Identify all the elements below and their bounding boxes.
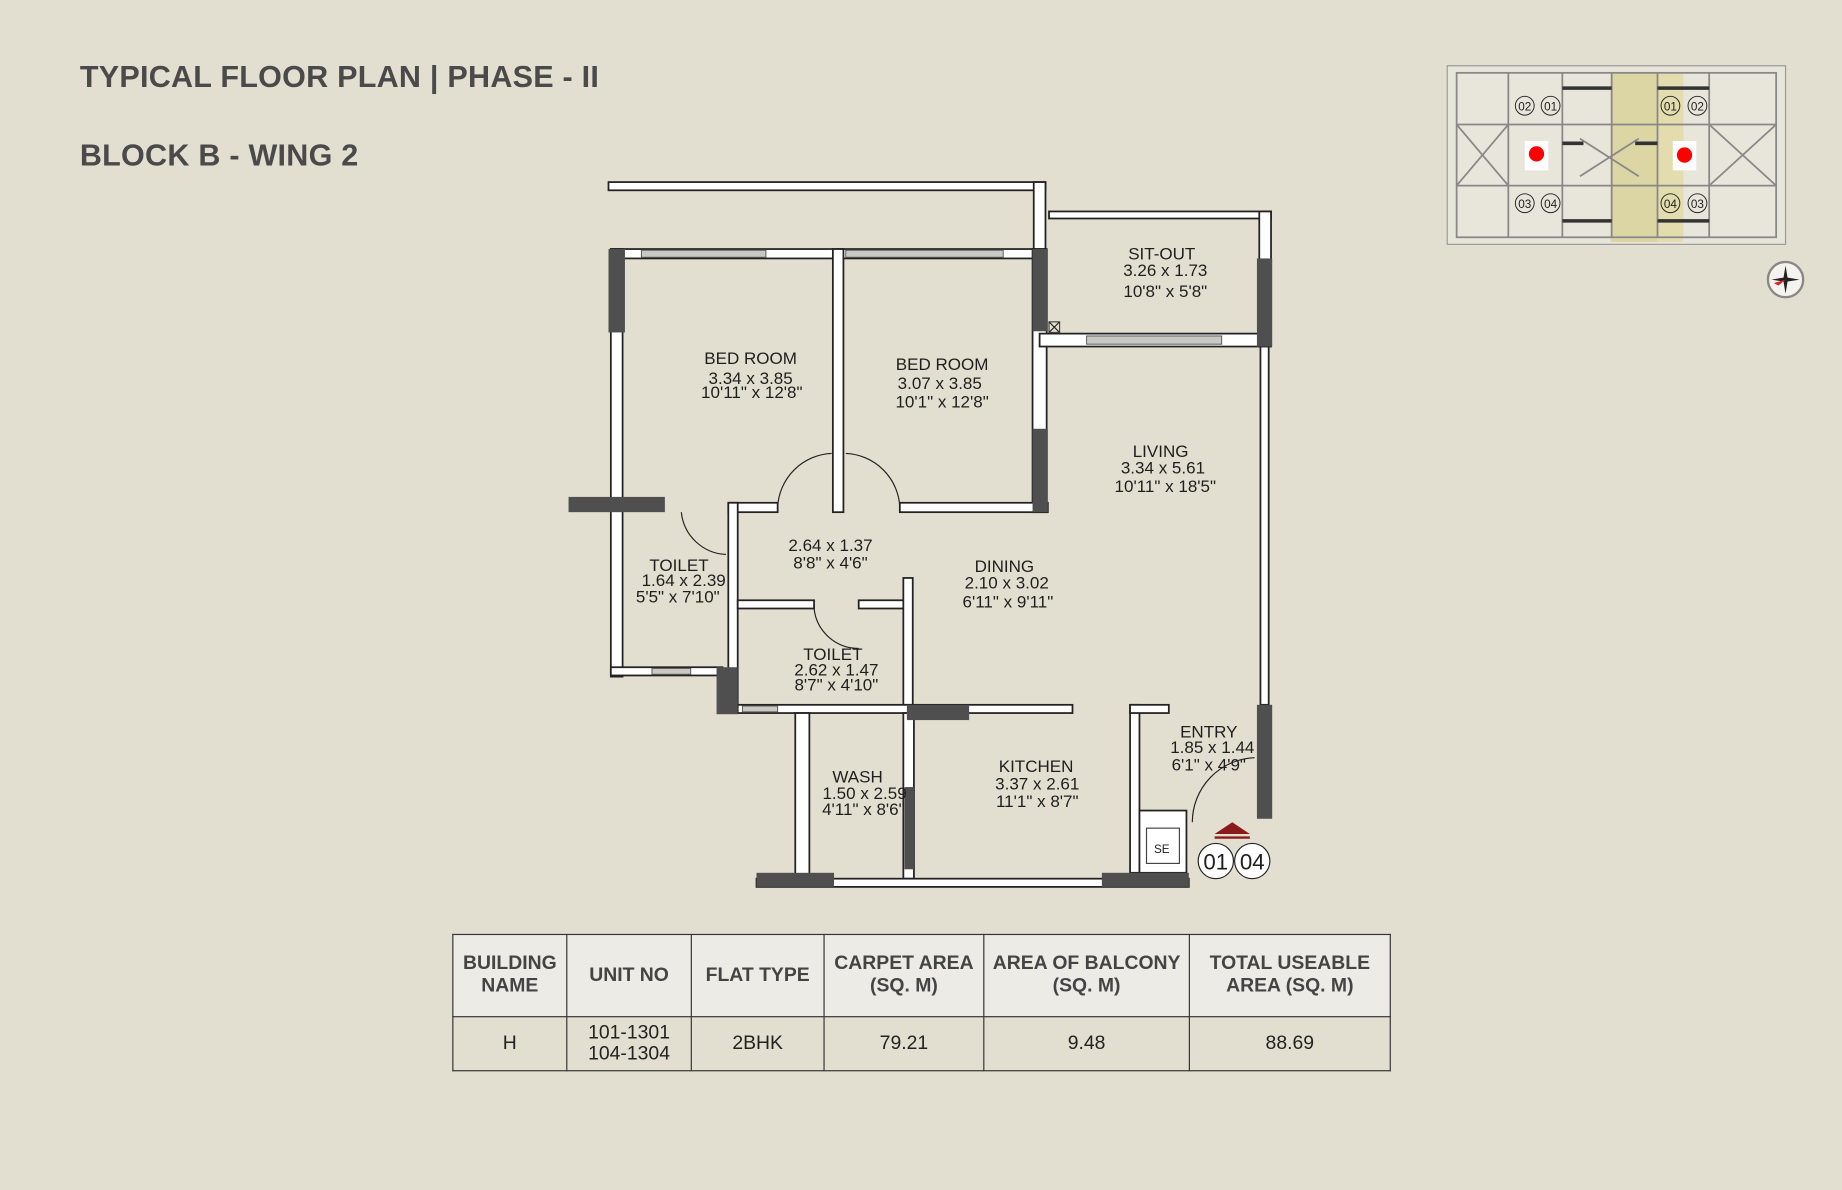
- living-imperial: 10'11" x 18'5": [1115, 477, 1217, 496]
- compass-icon: [1766, 260, 1805, 299]
- key-tag: 02: [1518, 100, 1531, 113]
- dining-metric: 2.10 x 3.02: [965, 574, 1049, 593]
- se-label: SE: [1154, 843, 1170, 856]
- dining-imperial: 6'11" x 9'11": [962, 592, 1053, 611]
- windows: [640, 249, 1223, 713]
- cell-flat-type: 2BHK: [690, 1015, 825, 1072]
- key-plan-marker: [1676, 147, 1693, 163]
- bed1-imperial: 10'11" x 12'8": [701, 383, 803, 402]
- bed2-imperial: 10'1" x 12'8": [895, 393, 988, 412]
- room-labels: SIT-OUT 3.26 x 1.73 10'8" x 5'8" BED ROO…: [636, 245, 1255, 820]
- cell-carpet-area: 79.21: [823, 1015, 985, 1072]
- toilet1-metric: 1.64 x 2.39: [642, 571, 726, 590]
- header-carpet-area: CARPET AREA(SQ. M): [823, 933, 985, 1017]
- header-unit-no: UNIT NO: [566, 933, 692, 1017]
- door-swings: [680, 321, 1255, 864]
- passage-metric: 2.64 x 1.37: [788, 536, 872, 555]
- living-name: LIVING: [1133, 442, 1189, 461]
- key-tag: 01: [1664, 100, 1677, 113]
- key-tag: 04: [1544, 198, 1558, 211]
- header-balcony-area: AREA OF BALCONY(SQ. M): [983, 933, 1190, 1017]
- key-plan-marker: [1528, 146, 1545, 162]
- unit-tag-04: 04: [1240, 849, 1265, 874]
- bed2-name: BED ROOM: [896, 355, 989, 374]
- wash-imperial: 4'11" x 8'6": [822, 800, 905, 819]
- header-flat-type: FLAT TYPE: [690, 933, 825, 1017]
- toilet2-imperial: 8'7" x 4'10": [794, 676, 878, 695]
- entry-metric: 1.85 x 1.44: [1170, 738, 1254, 757]
- bed1-name: BED ROOM: [704, 349, 797, 368]
- page-title: TYPICAL FLOOR PLAN | PHASE - II: [79, 58, 600, 94]
- key-tag: 03: [1518, 198, 1532, 211]
- columns: [568, 249, 1273, 887]
- passage-imperial: 8'8" x 4'6": [793, 554, 867, 573]
- unit-tag-01: 01: [1203, 849, 1228, 874]
- dining-name: DINING: [975, 557, 1035, 576]
- toilet1-imperial: 5'5" x 7'10": [636, 588, 720, 607]
- key-tag: 03: [1691, 198, 1705, 211]
- living-metric: 3.34 x 5.61: [1121, 458, 1205, 477]
- kitchen-metric: 3.37 x 2.61: [995, 774, 1079, 793]
- key-tag: 01: [1544, 100, 1557, 113]
- wash-name: WASH: [832, 767, 882, 786]
- toilet1-name: TOILET: [649, 556, 708, 575]
- key-tag: 04: [1664, 198, 1678, 211]
- cell-balcony-area: 9.48: [983, 1015, 1190, 1072]
- cell-building: H: [452, 1015, 568, 1072]
- bed2-metric: 3.07 x 3.85: [898, 374, 982, 393]
- key-tag: 02: [1691, 100, 1704, 113]
- kitchen-imperial: 11'1" x 8'7": [996, 792, 1079, 811]
- entry-arrow-icon: [1214, 822, 1250, 835]
- wash-metric: 1.50 x 2.59: [822, 784, 906, 803]
- bed1-metric: 3.34 x 3.85: [709, 369, 793, 388]
- entry-marker: 01 04: [1197, 822, 1271, 880]
- sitout-metric: 3.26 x 1.73: [1123, 261, 1207, 280]
- sitout-name: SIT-OUT: [1128, 245, 1195, 264]
- entry-name: ENTRY: [1180, 723, 1237, 742]
- toilet2-metric: 2.62 x 1.47: [794, 660, 878, 679]
- entry-imperial: 6'1" x 4'9": [1172, 756, 1246, 775]
- kitchen-name: KITCHEN: [999, 757, 1074, 776]
- key-plan: 02 01 01 02 03 04 04 03: [1446, 65, 1805, 299]
- sitout-imperial: 10'8" x 5'8": [1123, 282, 1207, 301]
- block-wing-title: BLOCK B - WING 2: [79, 137, 359, 173]
- toilet2-name: TOILET: [803, 645, 862, 664]
- cell-total-area: 88.69: [1188, 1015, 1391, 1072]
